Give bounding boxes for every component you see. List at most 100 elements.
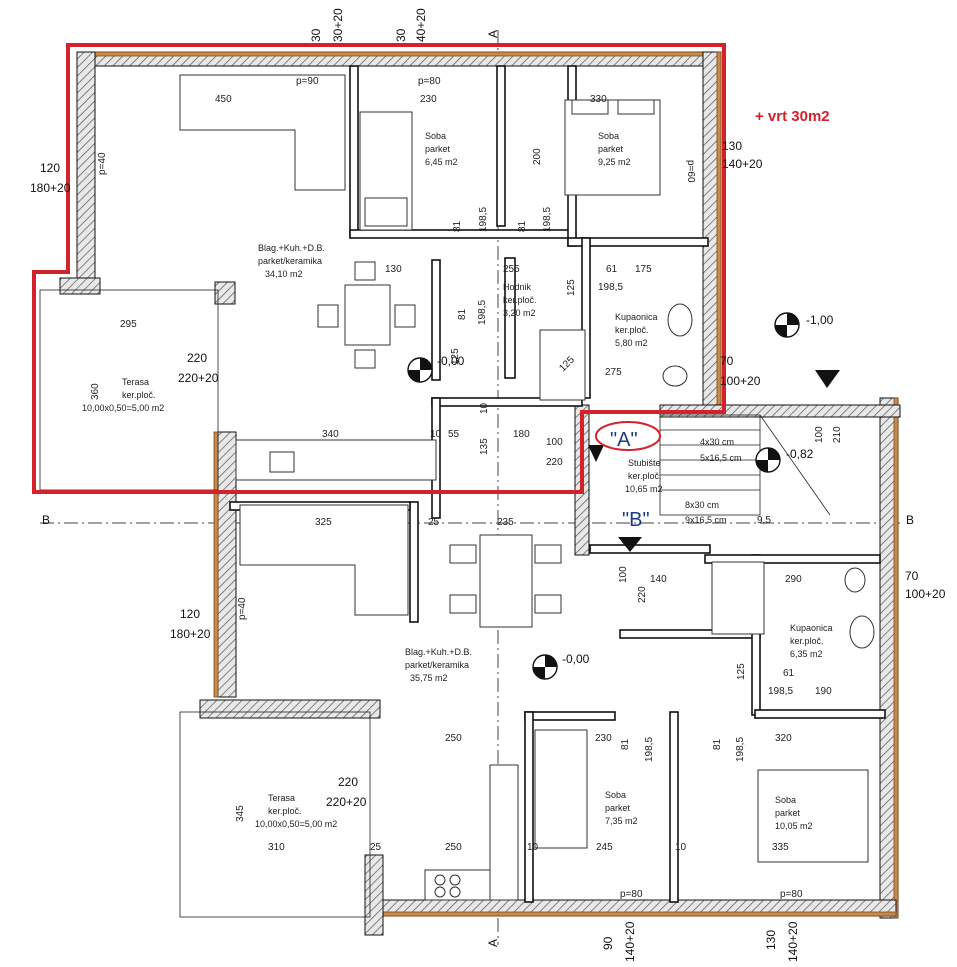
dim-320: 320 bbox=[775, 733, 792, 744]
dim-175: 175 bbox=[635, 264, 652, 275]
dim-220-b2: 220 bbox=[338, 775, 358, 789]
section-a-bottom: A bbox=[486, 939, 500, 947]
dim-81-b2: 81 bbox=[712, 738, 723, 750]
wc-b bbox=[844, 567, 866, 593]
bed-a2-pillow-1 bbox=[571, 99, 609, 115]
room-living-a-name: Blag.+Kuh.+D.B. bbox=[258, 243, 325, 253]
dim-81-a1: 81 bbox=[452, 220, 463, 232]
dim-25: 25 bbox=[428, 517, 440, 528]
dim-200: 200 bbox=[532, 148, 543, 165]
bed-a2 bbox=[564, 99, 661, 196]
dim-340: 340 bbox=[322, 429, 339, 440]
dim-335: 335 bbox=[772, 842, 789, 853]
room-b1-area: 7,35 m2 bbox=[605, 816, 638, 826]
dim-p80-b1: p=80 bbox=[620, 889, 643, 900]
sink-a bbox=[269, 451, 295, 473]
room-living-b-floor: parket/keramika bbox=[405, 660, 469, 670]
level-outside: -1,00 bbox=[806, 313, 834, 327]
dim-250-b: 250 bbox=[445, 842, 462, 853]
dim-95: 9,5 bbox=[757, 515, 771, 526]
dim-255: 255 bbox=[503, 264, 520, 275]
washbasin-a bbox=[667, 303, 693, 337]
dim-1985-a2: 198,5 bbox=[542, 207, 553, 232]
dim-275: 275 bbox=[605, 367, 622, 378]
room-b2-floor: parket bbox=[775, 808, 801, 818]
room-terrace-b-floor: ker.ploč. bbox=[268, 806, 302, 816]
outer-walls bbox=[59, 51, 901, 936]
dim-61: 61 bbox=[606, 264, 618, 275]
dim-330: 330 bbox=[590, 94, 607, 105]
section-b-right: B bbox=[906, 513, 914, 527]
level-b: -0,00 bbox=[562, 652, 590, 666]
win-130-b: 130 bbox=[764, 930, 778, 950]
dim-125-living: 125 bbox=[450, 348, 461, 365]
dim-81-hall: 81 bbox=[457, 308, 468, 320]
hob-3 bbox=[434, 886, 446, 898]
room-b1-name: Soba bbox=[605, 790, 626, 800]
chair-a3 bbox=[317, 304, 339, 328]
room-b1-floor: parket bbox=[605, 803, 631, 813]
dim-100-b: 100 bbox=[618, 566, 629, 583]
washbasin-b bbox=[849, 615, 875, 649]
dim-290: 290 bbox=[785, 574, 802, 585]
dim-250: 250 bbox=[445, 733, 462, 744]
win-30-20: 30+20 bbox=[331, 8, 345, 42]
dim-100-a: 100 bbox=[546, 437, 563, 448]
entry-marker-main bbox=[815, 370, 840, 388]
bed-b1 bbox=[534, 729, 588, 849]
dim-10: 10 bbox=[430, 429, 442, 440]
sofa-a bbox=[179, 74, 346, 191]
terrace-b bbox=[179, 711, 371, 918]
dim-130: 130 bbox=[385, 264, 402, 275]
stair-area: 10,65 m2 bbox=[625, 484, 663, 494]
room-living-b-area: 35,75 m2 bbox=[410, 673, 448, 683]
room-terrace-a-name: Terasa bbox=[122, 377, 149, 387]
win-120-a: 120 bbox=[40, 161, 60, 175]
chair-a1 bbox=[354, 261, 376, 281]
stair-step-2: 8x30 cm bbox=[685, 500, 719, 510]
dim-p40-b: p=40 bbox=[237, 597, 248, 620]
win-90-b: 90 bbox=[601, 936, 615, 950]
dim-10-b2: 10 bbox=[675, 842, 687, 853]
dim-100-st: 100 bbox=[814, 426, 825, 443]
room-bath-a-name: Kupaonica bbox=[615, 312, 658, 322]
win-30b: 30 bbox=[394, 28, 408, 42]
room-b2-name: Soba bbox=[775, 795, 796, 805]
dim-1985-b: 198,5 bbox=[768, 686, 793, 697]
shower-a bbox=[539, 329, 586, 401]
dim-135: 135 bbox=[479, 438, 490, 455]
dim-55: 55 bbox=[448, 429, 460, 440]
hob-4 bbox=[449, 886, 461, 898]
dim-81-b1: 81 bbox=[620, 738, 631, 750]
section-b-left: B bbox=[42, 513, 50, 527]
level-marker-a bbox=[407, 357, 433, 383]
level-marker-outside bbox=[774, 312, 800, 338]
dim-220-b: 220 bbox=[637, 586, 648, 603]
dim-345: 345 bbox=[235, 805, 246, 822]
room-bath-a-area: 5,80 m2 bbox=[615, 338, 648, 348]
dim-p40-a: p=40 bbox=[97, 152, 108, 175]
stair-step-1: 4x30 cm bbox=[700, 437, 734, 447]
dim-1985-bath: 198,5 bbox=[598, 282, 623, 293]
sofa-b bbox=[239, 504, 409, 616]
dim-125-b: 125 bbox=[736, 663, 747, 680]
dim-p90: p=90 bbox=[296, 76, 319, 87]
kitchen-b bbox=[489, 764, 519, 901]
chair-a4 bbox=[394, 304, 416, 328]
dim-10-v: 10 bbox=[479, 402, 490, 414]
apartment-a-outline bbox=[32, 43, 726, 494]
dim-220-20-a: 220+20 bbox=[178, 371, 219, 385]
room-living-a-area: 34,10 m2 bbox=[265, 269, 303, 279]
room-bath-b-name: Kupaonica bbox=[790, 623, 833, 633]
room-a1-area: 6,45 m2 bbox=[425, 157, 458, 167]
dim-10-b1: 10 bbox=[527, 842, 539, 853]
stair-name: Stubište bbox=[628, 458, 661, 468]
chair-b4 bbox=[534, 594, 562, 614]
room-a1-name: Soba bbox=[425, 131, 446, 141]
win-100-20-a: 100+20 bbox=[720, 374, 761, 388]
room-terrace-b-name: Terasa bbox=[268, 793, 295, 803]
room-a2-floor: parket bbox=[598, 144, 624, 154]
dim-235: 235 bbox=[497, 517, 514, 528]
dim-p80-b2: p=80 bbox=[780, 889, 803, 900]
room-bath-b-floor: ker.ploč. bbox=[790, 636, 824, 646]
